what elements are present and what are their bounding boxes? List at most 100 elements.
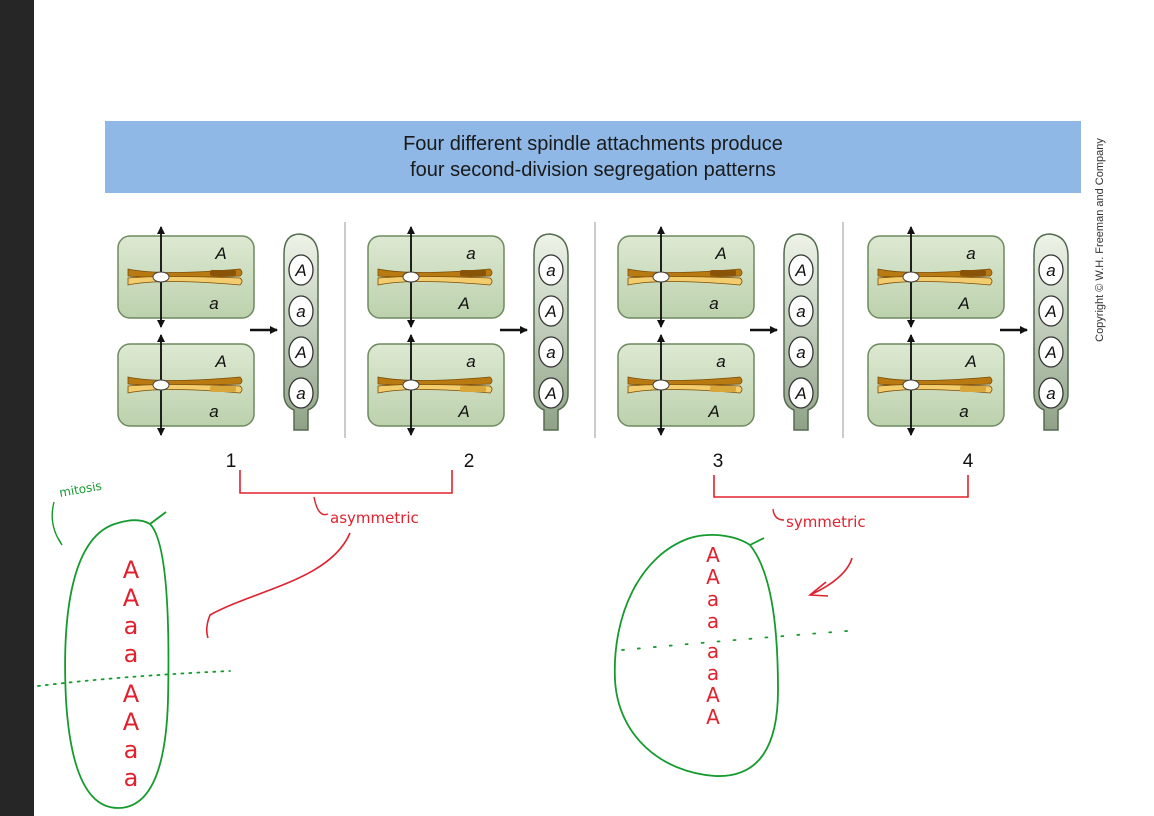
bracket-symmetric	[713, 475, 969, 498]
ascospore-label: a	[1046, 261, 1055, 280]
ascospore-label: A	[294, 343, 306, 362]
dividing-cell: Aa	[117, 226, 255, 328]
ascospore-label: A	[1044, 343, 1056, 362]
ascospore	[538, 254, 564, 286]
title-line-1: Four different spindle attachments produ…	[403, 133, 783, 155]
ascospore	[288, 295, 314, 327]
dividing-cell: aA	[867, 226, 1005, 328]
left-ascus-outline	[64, 511, 170, 809]
right-ascus-letter: A	[706, 705, 720, 729]
pattern-number: 2	[464, 451, 475, 472]
allele-label-upper: a	[466, 352, 475, 371]
dividing-cell: Aa	[867, 334, 1005, 436]
ascospore-label: a	[296, 384, 305, 403]
allele-label-upper: A	[214, 244, 226, 263]
ascospore-label: A	[1044, 302, 1056, 321]
right-ascus-letter: A	[706, 565, 720, 589]
left-ascus-letter: a	[124, 612, 139, 640]
ascospore-label: A	[544, 384, 556, 403]
bracket-asymmetric	[239, 470, 453, 494]
allele-label-upper: a	[966, 244, 975, 263]
right-ascus-letter: a	[707, 587, 719, 611]
ascospore-label: a	[546, 261, 555, 280]
allele-label-lower: A	[707, 402, 719, 421]
ascospore-label: a	[796, 302, 805, 321]
allele-label-upper: a	[466, 244, 475, 263]
left-ascus-letter: A	[123, 680, 140, 708]
title-line-2: four second-division segregation pattern…	[410, 159, 776, 181]
ascus-sac	[1033, 233, 1069, 431]
left-ascus-letter: A	[123, 584, 140, 612]
left-dark-bar	[0, 0, 34, 816]
allele-label-lower: a	[209, 294, 218, 313]
dividing-cell: Aa	[117, 334, 255, 436]
ascospore-label: A	[794, 261, 806, 280]
ascospore	[1038, 377, 1064, 409]
symmetric-label: symmetric	[786, 513, 866, 531]
allele-label-upper: A	[964, 352, 976, 371]
ascus-sac	[783, 233, 819, 431]
allele-label-upper: A	[714, 244, 726, 263]
pattern-number: 1	[226, 451, 237, 472]
ascospore	[288, 336, 314, 368]
mitosis-arrow	[51, 501, 63, 546]
asymmetric-label: asymmetric	[330, 509, 419, 527]
ascospore	[1038, 336, 1064, 368]
ascospore-label: a	[296, 302, 305, 321]
right-ascus-letter: A	[706, 543, 720, 567]
arrow-asymmetric	[205, 532, 351, 639]
right-ascus-letter: a	[707, 609, 719, 633]
title-banner: Four different spindle attachments produ…	[105, 121, 1081, 193]
ascospore	[288, 254, 314, 286]
chromatid-segment	[210, 270, 236, 276]
allele-label-lower: a	[959, 402, 968, 421]
dividing-cell: aA	[367, 226, 505, 328]
ascus-sac	[283, 233, 319, 431]
right-ascus-outline	[613, 534, 779, 777]
chromatid-segment	[460, 386, 486, 392]
ascus-sac	[533, 233, 569, 431]
ascospore	[788, 295, 814, 327]
right-ascus-letter: a	[707, 661, 719, 685]
ascospore	[788, 254, 814, 286]
allele-label-lower: a	[209, 402, 218, 421]
allele-label-upper: A	[214, 352, 226, 371]
centromere	[902, 271, 920, 283]
ascospore-label: A	[794, 384, 806, 403]
left-ascus-letter: A	[123, 556, 140, 584]
dividing-cell: aA	[367, 334, 505, 436]
arrow-symmetric	[811, 557, 853, 595]
ascospore-label: A	[294, 261, 306, 280]
centromere	[652, 379, 670, 391]
ascospore	[538, 336, 564, 368]
centromere	[152, 271, 170, 283]
centromere	[402, 271, 420, 283]
chromatid-segment	[210, 386, 236, 392]
right-division-line	[621, 629, 861, 651]
chromatid-segment	[710, 386, 736, 392]
ascospore	[788, 336, 814, 368]
allele-label-lower: A	[457, 294, 469, 313]
left-division-line	[37, 670, 231, 687]
pattern-number: 4	[963, 451, 974, 472]
ascospore	[288, 377, 314, 409]
dividing-cell: aA	[617, 334, 755, 436]
mitosis-label: mitosis	[58, 479, 103, 500]
chromatid-segment	[960, 270, 986, 276]
right-ascus-letter: A	[706, 683, 720, 707]
hook-asymmetric	[313, 496, 329, 516]
ascospore-label: a	[1046, 384, 1055, 403]
left-ascus-letter: a	[124, 736, 139, 764]
left-ascus-letter: a	[124, 640, 139, 668]
left-ascus-letter: A	[123, 708, 140, 736]
